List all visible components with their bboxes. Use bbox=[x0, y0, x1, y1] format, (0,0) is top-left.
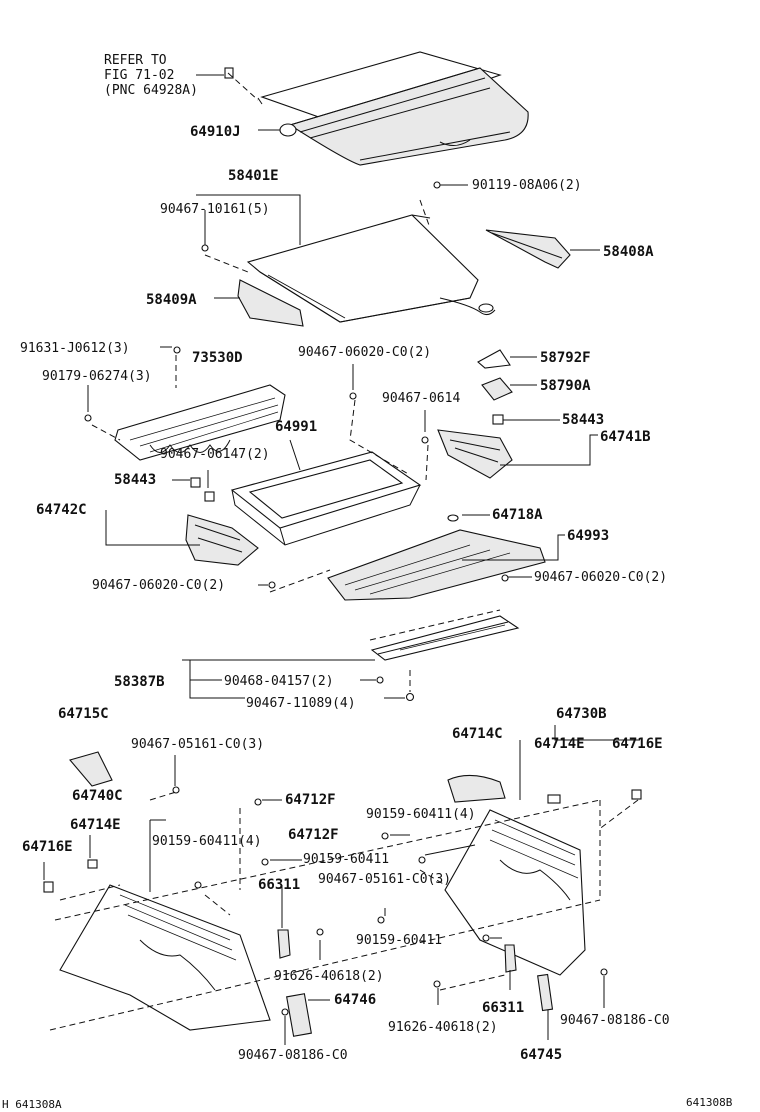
label-64741B: 64741B bbox=[600, 429, 651, 445]
label-64714E-left: 64714E bbox=[70, 817, 121, 833]
ref-note-line1: REFER TO bbox=[104, 53, 167, 68]
label-64715C: 64715C bbox=[58, 706, 109, 722]
figure-code-left: H 641308A bbox=[2, 1098, 62, 1111]
storage-box-64991 bbox=[230, 451, 422, 546]
part-labels: REFER TO FIG 71-02 (PNC 64928A) 64910J 5… bbox=[2, 53, 733, 1111]
label-64714E-right: 64714E bbox=[534, 736, 585, 752]
ref-note-line3: (PNC 64928A) bbox=[104, 83, 198, 98]
bracket-64741B bbox=[437, 429, 513, 479]
label-64712F-top: 64712F bbox=[285, 792, 336, 808]
label-64712F-mid: 64712F bbox=[288, 827, 339, 843]
label-64714C: 64714C bbox=[452, 726, 503, 742]
part-drawings bbox=[43, 51, 642, 1037]
label-58792F: 58792F bbox=[540, 350, 591, 366]
ref-note-line2: FIG 71-02 bbox=[104, 68, 174, 83]
label-73530D: 73530D bbox=[192, 350, 243, 366]
label-58409A: 58409A bbox=[146, 292, 197, 308]
floor-tray-64993 bbox=[327, 514, 546, 601]
leader-lines bbox=[43, 72, 640, 1045]
label-90159-60411-a: 90159-60411(4) bbox=[366, 807, 476, 822]
label-90467-06147: 90467-06147(2) bbox=[160, 447, 270, 462]
label-64742C: 64742C bbox=[36, 502, 87, 518]
label-91626-40618-right: 91626-40618(2) bbox=[388, 1020, 498, 1035]
label-64740C: 64740C bbox=[72, 788, 123, 804]
scuff-plate-58387B bbox=[370, 615, 520, 702]
label-66311-right: 66311 bbox=[482, 1000, 524, 1016]
label-90467-0614: 90467-0614 bbox=[382, 391, 460, 406]
label-90119-08A06: 90119-08A06(2) bbox=[472, 178, 582, 193]
label-91626-40618-left: 91626-40618(2) bbox=[274, 969, 384, 984]
tonneau-cover-drawing bbox=[224, 51, 529, 166]
side-piece-58409A bbox=[237, 279, 304, 327]
right-quarter-trim bbox=[444, 774, 642, 976]
bracket-64742C bbox=[185, 477, 259, 566]
hook-66311-left bbox=[277, 929, 291, 959]
label-64716E-left: 64716E bbox=[22, 839, 73, 855]
label-64746: 64746 bbox=[334, 992, 376, 1008]
left-quarter-trim bbox=[43, 859, 271, 1031]
label-58443-left: 58443 bbox=[114, 472, 156, 488]
deck-board-drawing bbox=[246, 214, 496, 323]
label-90468-04157: 90468-04157(2) bbox=[224, 674, 334, 689]
label-90179-06274: 90179-06274(3) bbox=[42, 369, 152, 384]
label-64993: 64993 bbox=[567, 528, 609, 544]
label-90467-06020-top: 90467-06020-C0(2) bbox=[298, 345, 431, 360]
label-90467-11089: 90467-11089(4) bbox=[246, 696, 356, 711]
label-58408A: 58408A bbox=[603, 244, 654, 260]
lid-64746 bbox=[286, 993, 312, 1037]
label-90159-60411-b: 90159-60411 bbox=[303, 852, 389, 867]
label-64730B: 64730B bbox=[556, 706, 607, 722]
figure-code-right: 641308B bbox=[686, 1096, 733, 1109]
bracket-rail-73530D bbox=[114, 384, 286, 461]
label-64910J: 64910J bbox=[190, 124, 241, 140]
label-90467-05161-left: 90467-05161-C0(3) bbox=[131, 737, 264, 752]
label-64745: 64745 bbox=[520, 1047, 562, 1063]
label-66311-left: 66311 bbox=[258, 877, 300, 893]
label-64716E-right: 64716E bbox=[612, 736, 663, 752]
label-58387B: 58387B bbox=[114, 674, 165, 690]
label-58790A: 58790A bbox=[540, 378, 591, 394]
side-piece-58408A bbox=[485, 229, 571, 269]
clip-58792F bbox=[477, 349, 511, 369]
label-91631-J0612: 91631-J0612(3) bbox=[20, 341, 130, 356]
label-90467-05161-right: 90467-05161-C0(3) bbox=[318, 872, 451, 887]
label-90159-60411-c: 90159-60411 bbox=[356, 933, 442, 948]
label-90467-06020-left: 90467-06020-C0(2) bbox=[92, 578, 225, 593]
clip-58790A bbox=[481, 377, 513, 401]
hook-66311-right bbox=[504, 944, 517, 973]
label-64718A: 64718A bbox=[492, 507, 543, 523]
label-64991: 64991 bbox=[275, 419, 317, 435]
label-90467-08186-left: 90467-08186-C0 bbox=[238, 1048, 348, 1063]
label-58401E: 58401E bbox=[228, 168, 279, 184]
label-90467-08186-right: 90467-08186-C0 bbox=[560, 1013, 670, 1028]
cap-58443-right bbox=[492, 414, 504, 425]
lid-64745 bbox=[537, 973, 554, 1012]
label-58443-right: 58443 bbox=[562, 412, 604, 428]
label-90467-06020-right: 90467-06020-C0(2) bbox=[534, 570, 667, 585]
label-90159-60411-left: 90159-60411(4) bbox=[152, 834, 262, 849]
cover-64715C bbox=[69, 751, 113, 787]
fasteners bbox=[84, 181, 608, 1016]
label-90467-10161: 90467-10161(5) bbox=[160, 202, 270, 217]
